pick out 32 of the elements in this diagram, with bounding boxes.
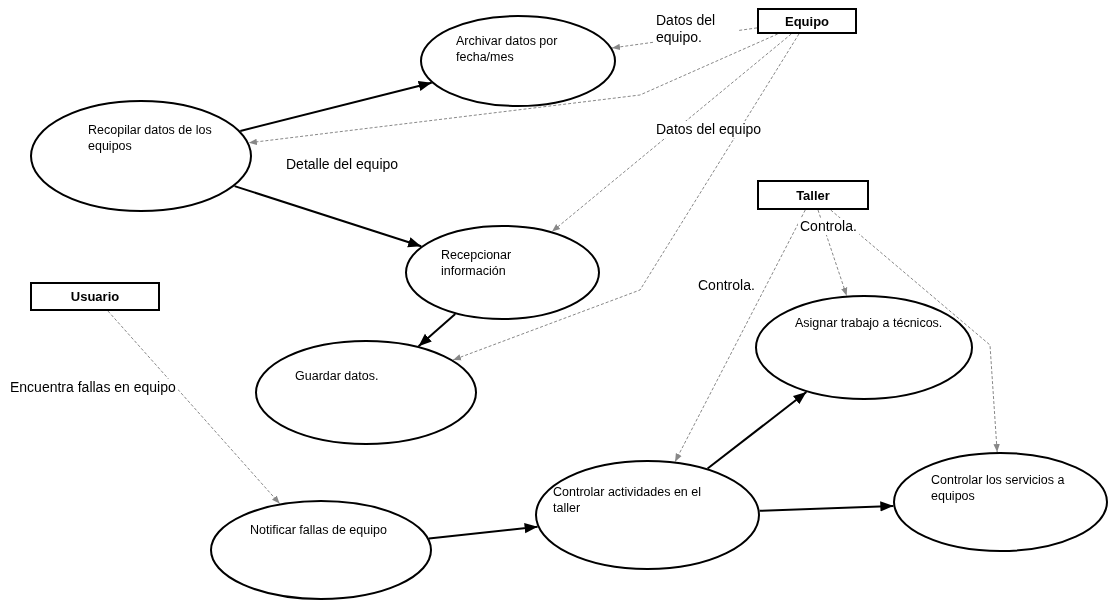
edge-label: Encuentra fallas en equipo xyxy=(8,379,178,396)
process-label: Controlar actividades en el taller xyxy=(553,484,702,516)
process-label: Recepcionar información xyxy=(441,247,513,279)
arrow xyxy=(417,313,457,348)
actor-box xyxy=(30,282,160,311)
dashed-connector xyxy=(248,33,779,145)
dashed-connector xyxy=(830,209,1000,453)
arrow xyxy=(233,185,423,248)
process-label: Archivar datos por fecha/mes xyxy=(456,33,559,65)
process-label: Controlar los servicios a equipos xyxy=(931,472,1066,504)
actor-label: Equipo xyxy=(784,13,829,29)
actor-box xyxy=(757,180,869,210)
arrow xyxy=(239,80,433,132)
dashed-connector xyxy=(551,33,792,233)
dashed-connector xyxy=(452,33,800,361)
actor-box xyxy=(757,8,857,34)
actor-label: Taller xyxy=(796,187,830,203)
edge-label: Detalle del equipo xyxy=(284,156,401,173)
dashed-connector xyxy=(674,209,806,463)
arrow xyxy=(706,391,808,470)
process-label: Notificar fallas de equipo xyxy=(250,522,388,538)
arrow xyxy=(428,523,539,540)
process-label: Asignar trabajo a técnicos. xyxy=(795,315,944,331)
edge-label: Controla. xyxy=(798,218,859,235)
arrow xyxy=(758,501,895,512)
dashed-connector xyxy=(107,310,281,505)
process-label: Recopilar datos de los equipos xyxy=(88,122,213,154)
process-label: Guardar datos. xyxy=(295,368,380,384)
edge-label: Datos del equipo. xyxy=(654,12,738,46)
dashed-connector xyxy=(817,209,848,297)
edge-label: Datos del equipo xyxy=(654,121,764,138)
actor-label: Usuario xyxy=(70,289,120,304)
